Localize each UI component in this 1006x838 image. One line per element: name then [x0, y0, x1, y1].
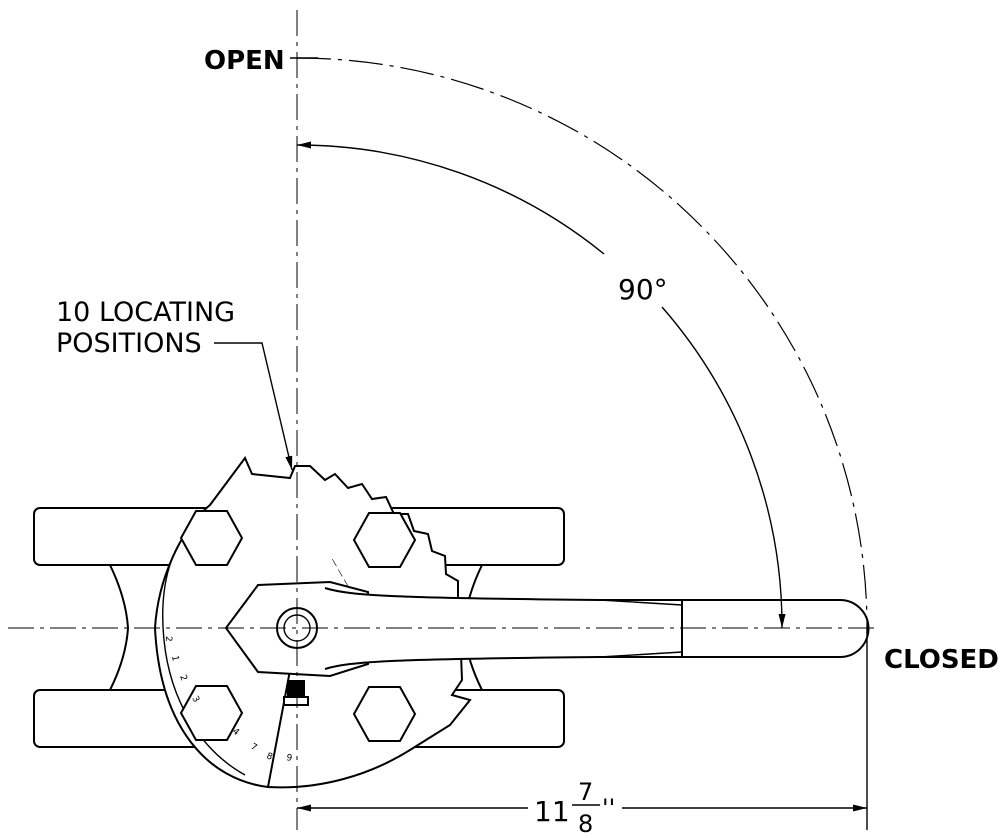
svg-text:8: 8 — [265, 751, 274, 762]
locking-pin-base — [283, 696, 309, 706]
locating-label-line2: POSITIONS — [56, 328, 202, 359]
svg-text:4: 4 — [230, 727, 241, 739]
locking-pin — [287, 680, 305, 698]
svg-text:2: 2 — [163, 636, 173, 642]
angle-dimension-arc — [296, 141, 605, 255]
open-label: OPEN — [204, 46, 285, 76]
handle-swing-arc — [296, 57, 868, 629]
bolt-hex-top-left — [179, 510, 244, 566]
angle-label: 90° — [618, 273, 668, 306]
angle-dimension-arc-lower — [661, 306, 786, 629]
dimension-numerator: 7 — [578, 778, 593, 806]
svg-text:9: 9 — [285, 753, 293, 764]
svg-text:1: 1 — [169, 655, 180, 662]
plate-inner-arc — [162, 529, 246, 776]
locating-leader — [214, 342, 293, 471]
handle-taper-line-2 — [599, 651, 683, 658]
bolt-hex-bottom-left — [179, 685, 244, 741]
dimension-whole: 11 — [534, 795, 570, 828]
locating-label-line1: 10 LOCATING — [56, 297, 235, 328]
closed-label: CLOSED — [884, 645, 999, 675]
svg-text:7: 7 — [249, 742, 259, 754]
handle — [224, 580, 870, 706]
dimension-unit: '' — [602, 794, 615, 822]
svg-text:3: 3 — [189, 695, 201, 705]
handle-taper-line — [599, 599, 683, 606]
bolt-heads — [179, 510, 417, 742]
svg-text:2: 2 — [177, 674, 188, 683]
width-dimension — [297, 628, 868, 830]
bolt-hex-top-right — [352, 512, 417, 568]
bolt-hex-bottom-right — [352, 686, 417, 742]
dimension-denominator: 8 — [578, 810, 593, 838]
